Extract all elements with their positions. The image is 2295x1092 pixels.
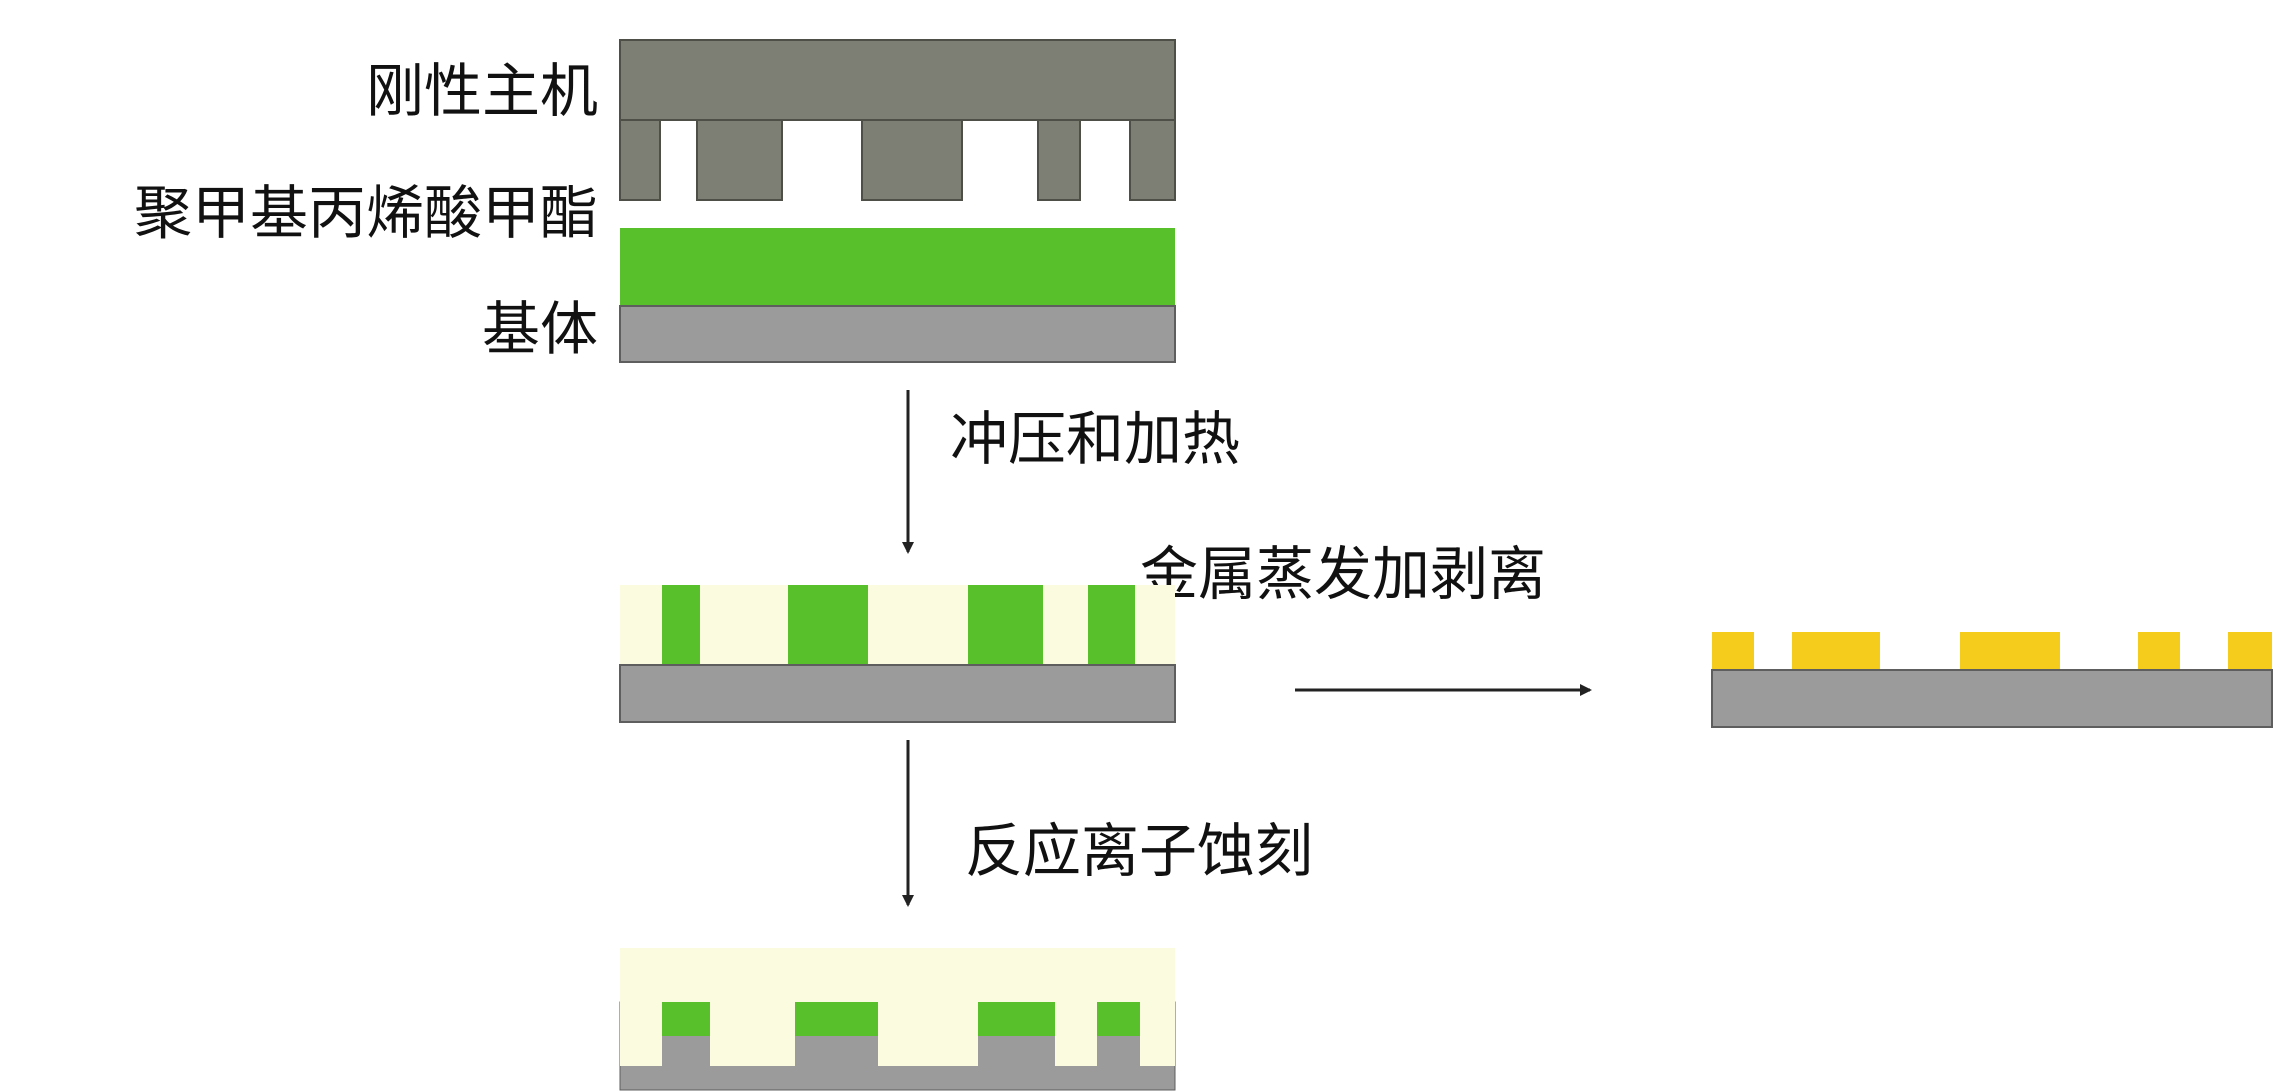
metal-feature — [2228, 632, 2272, 670]
mold-body — [619, 39, 1176, 121]
metal-feature — [1712, 632, 1754, 670]
metal-feature — [1960, 632, 2060, 670]
mold-tooth — [1129, 119, 1176, 201]
metal-feature — [2138, 632, 2180, 670]
metal-liftoff-step-label: 金属蒸发加剥离 — [1140, 540, 1547, 608]
substrate — [619, 305, 1176, 363]
imprint-cavity — [868, 585, 968, 665]
pmma-layer — [620, 228, 1175, 306]
imprint-step-label: 冲压和加热 — [950, 405, 1241, 473]
imprint-cavity — [700, 585, 788, 665]
mold-tooth — [1037, 119, 1081, 201]
stage-3-metal-pattern — [1711, 632, 2273, 728]
mold-tooth — [696, 119, 783, 201]
substrate-label: 基体 — [481, 295, 598, 363]
imprint-cavity — [1043, 585, 1088, 665]
imprint-cavity — [1135, 585, 1175, 665]
rie-step-label: 反应离子蚀刻 — [965, 817, 1314, 885]
cavity-top — [620, 948, 1175, 1002]
rigid-mold — [619, 39, 1176, 201]
pmma-label: 聚甲基丙烯酸甲酯 — [133, 179, 598, 247]
imprint-cavity — [620, 585, 662, 665]
metal-feature — [1792, 632, 1880, 670]
stage-1-mold-and-substrate — [619, 39, 1176, 363]
stage-4-etched — [619, 948, 1176, 1091]
stage-2-imprinted — [619, 585, 1176, 723]
mold-tooth — [861, 119, 963, 201]
substrate — [1711, 669, 2273, 728]
mold-tooth — [619, 119, 661, 201]
substrate — [619, 664, 1176, 723]
mold-label: 刚性主机 — [365, 57, 598, 125]
